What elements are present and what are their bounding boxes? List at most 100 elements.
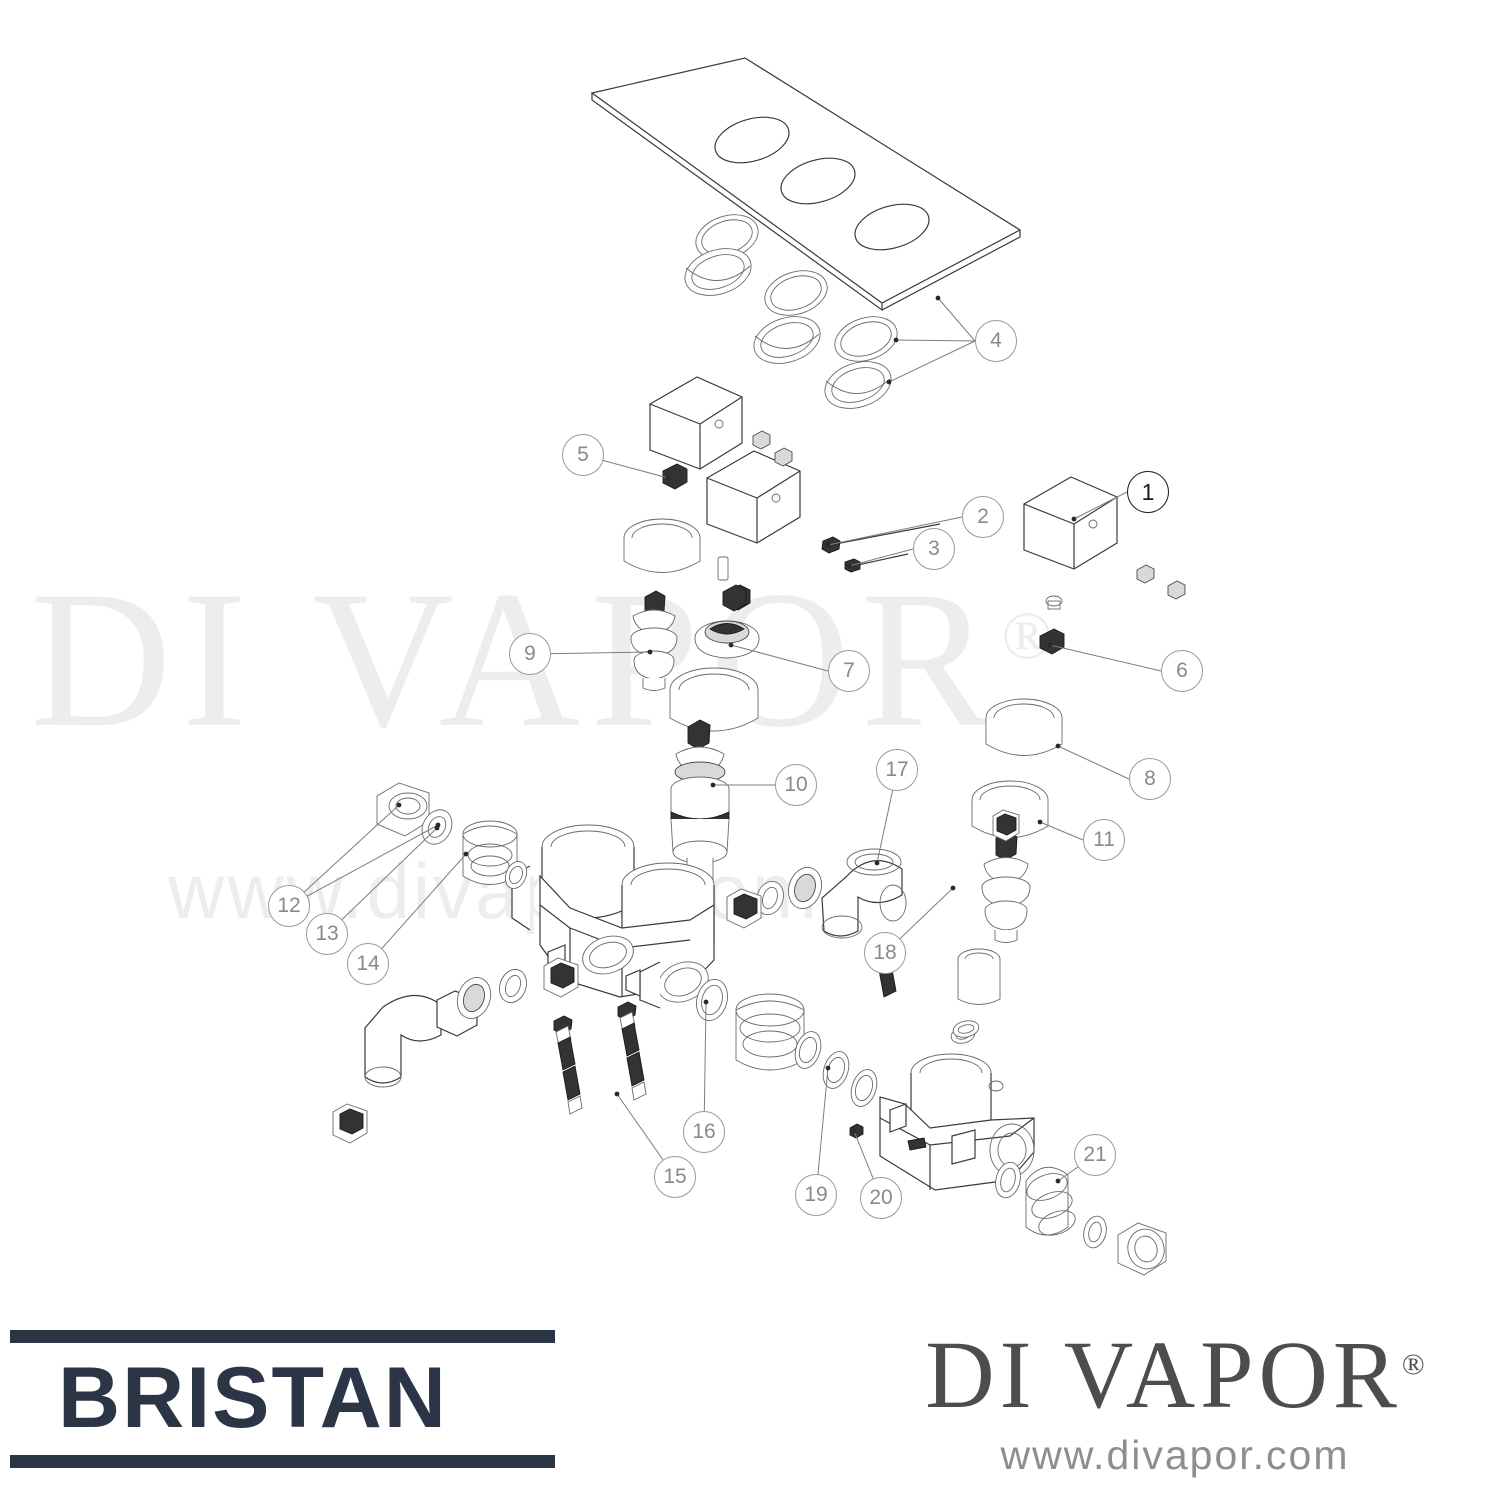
leader-arrow-dot — [614, 1091, 620, 1097]
divapor-logo: DI VAPOR® www.divapor.com — [865, 1324, 1485, 1479]
leader-line — [888, 340, 976, 383]
cartridge-cap — [694, 584, 760, 659]
cartridge-spacer — [992, 809, 1020, 842]
callout-label: 17 — [885, 758, 909, 781]
leader-arrow-dot — [396, 802, 402, 808]
callout-balloon-20[interactable]: 20 — [860, 1177, 902, 1219]
callout-label: 3 — [928, 537, 940, 560]
filter-screen — [788, 866, 822, 910]
leader-arrow-dot — [935, 295, 941, 301]
mounting-bolt — [617, 1001, 647, 1101]
callout-balloon-9[interactable]: 9 — [509, 633, 551, 675]
flow-regulator — [957, 948, 1001, 1005]
valve-cartridge — [981, 831, 1031, 943]
handle-knob — [706, 450, 801, 544]
leader-arrow-dot — [950, 885, 956, 891]
leader-line — [703, 1001, 707, 1133]
callout-balloon-14[interactable]: 14 — [347, 943, 389, 985]
callout-balloon-1[interactable]: 1 — [1127, 471, 1169, 513]
leader-arrow-dot — [434, 825, 440, 831]
retainer-ring — [499, 968, 527, 1004]
trim-ring — [764, 270, 828, 316]
callout-balloon-15[interactable]: 15 — [654, 1156, 696, 1198]
check-valve — [726, 888, 762, 929]
trim-ring-group — [684, 214, 898, 409]
callout-balloon-7[interactable]: 7 — [828, 650, 870, 692]
main-valve-body — [511, 824, 715, 1009]
elbow-body — [821, 848, 907, 939]
callout-balloon-10[interactable]: 10 — [775, 764, 817, 806]
retaining-screw — [849, 1123, 864, 1139]
long-screw — [821, 523, 941, 554]
small-nut — [1167, 580, 1186, 600]
inlet-connector — [735, 993, 805, 1071]
callout-balloon-21[interactable]: 21 — [1074, 1134, 1116, 1176]
callout-label: 1 — [1141, 478, 1155, 505]
trim-ring — [834, 316, 898, 362]
callout-balloon-2[interactable]: 2 — [962, 496, 1004, 538]
o-ring — [850, 1069, 878, 1107]
leader-arrow-dot — [1071, 516, 1077, 522]
handle-knob — [1023, 476, 1118, 570]
mounting-bolt — [553, 1015, 583, 1115]
leader-arrow-dot — [893, 337, 899, 343]
o-ring — [995, 1161, 1021, 1199]
callout-balloon-5[interactable]: 5 — [562, 434, 604, 476]
trim-ring — [824, 361, 892, 409]
shroud-collar — [669, 667, 759, 732]
callout-balloon-3[interactable]: 3 — [913, 528, 955, 570]
shroud-collar — [971, 780, 1049, 838]
check-valve — [543, 957, 579, 998]
grub-screw — [1039, 628, 1065, 655]
callout-balloon-16[interactable]: 16 — [683, 1111, 725, 1153]
callout-balloon-13[interactable]: 13 — [306, 913, 348, 955]
leader-arrow-dot — [703, 999, 709, 1005]
callout-balloon-6[interactable]: 6 — [1161, 650, 1203, 692]
handle-knob — [649, 376, 743, 470]
leader-line — [1073, 491, 1128, 520]
callout-balloon-17[interactable]: 17 — [876, 749, 918, 791]
leader-arrow-dot — [665, 475, 671, 481]
callout-balloon-8[interactable]: 8 — [1129, 758, 1171, 800]
callout-balloon-4[interactable]: 4 — [975, 320, 1017, 362]
leader-arrow-dot — [825, 542, 831, 548]
check-valve — [332, 1103, 368, 1144]
trim-ring — [753, 316, 821, 364]
leader-line — [827, 516, 963, 546]
leader-arrow-dot — [647, 649, 653, 655]
leader-arrow-dot — [728, 642, 734, 648]
callout-balloon-18[interactable]: 18 — [864, 932, 906, 974]
outlet-connector — [1025, 1166, 1076, 1236]
compression-nut — [376, 782, 430, 837]
callout-balloon-12[interactable]: 12 — [268, 885, 310, 927]
callout-label: 21 — [1083, 1143, 1107, 1166]
leader-arrow-dot — [463, 851, 469, 857]
bristan-top-bar — [10, 1330, 555, 1343]
retainer-ring — [756, 880, 784, 916]
leader-arrow-dot — [874, 860, 880, 866]
small-washer — [1045, 595, 1063, 610]
callout-label: 2 — [977, 505, 989, 528]
valve-cartridge — [630, 590, 678, 691]
grub-screw — [662, 463, 688, 490]
callout-balloon-11[interactable]: 11 — [1083, 819, 1125, 861]
trim-ring — [684, 248, 752, 296]
callout-label: 15 — [663, 1165, 687, 1188]
compression-nut — [1117, 1222, 1167, 1276]
long-screw — [844, 553, 909, 573]
small-nut — [752, 430, 771, 450]
callout-label: 20 — [869, 1186, 893, 1209]
shroud-collar — [623, 518, 701, 573]
leader-line — [848, 548, 914, 567]
leader-arrow-dot — [886, 379, 892, 385]
callout-balloon-19[interactable]: 19 — [795, 1174, 837, 1216]
leader-line — [326, 827, 438, 935]
shroud-collar — [985, 698, 1063, 756]
callout-label: 16 — [692, 1120, 716, 1143]
callout-label: 5 — [577, 443, 589, 466]
o-ring — [822, 1051, 850, 1089]
leader-line — [288, 804, 400, 907]
callout-label: 7 — [843, 659, 855, 682]
small-nut — [1136, 564, 1155, 584]
